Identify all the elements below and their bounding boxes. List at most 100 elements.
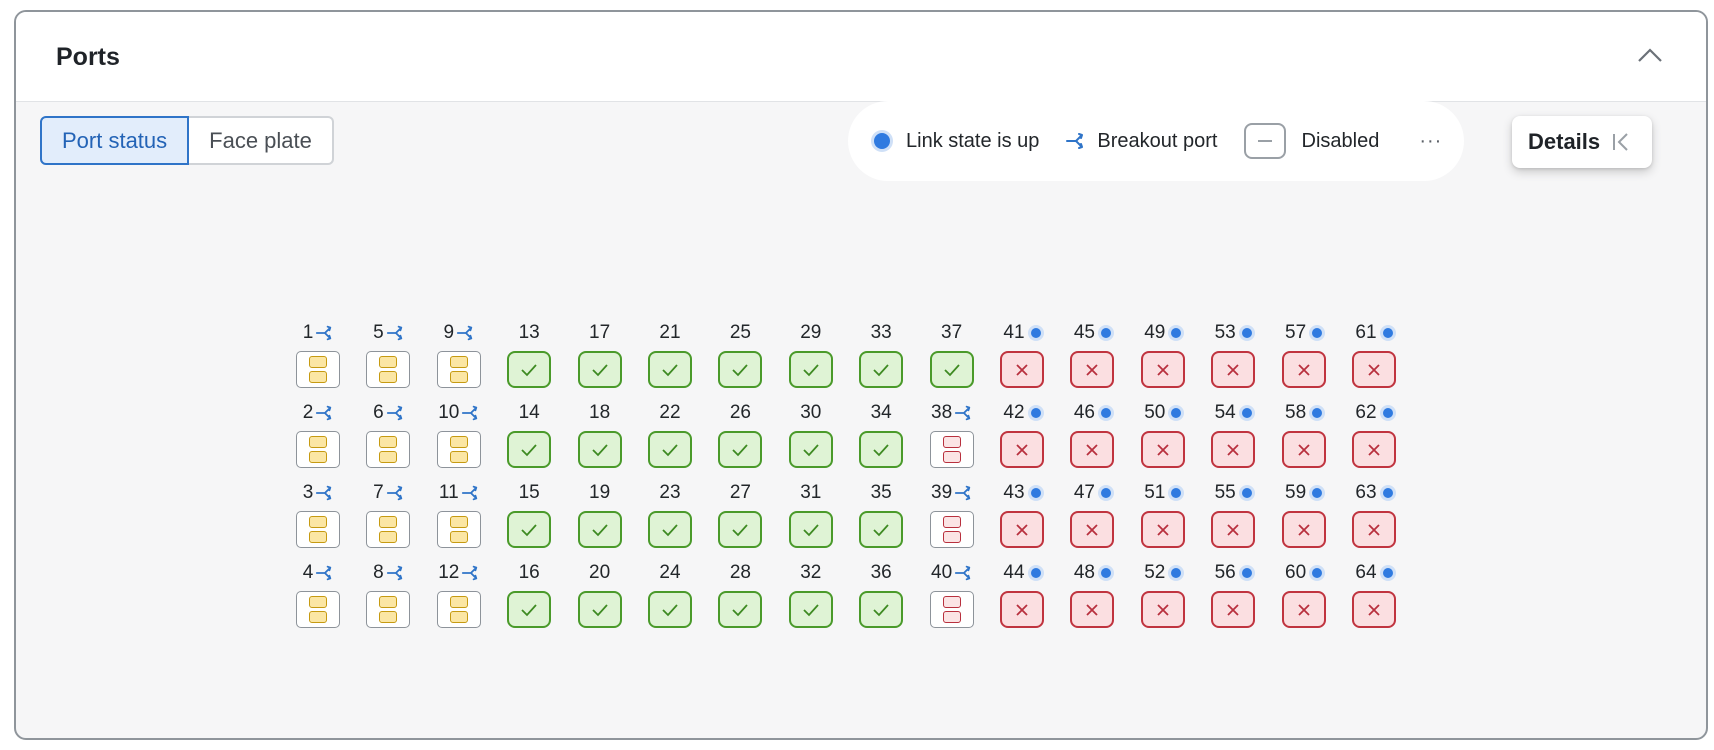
port-status-box[interactable] — [648, 351, 692, 388]
collapse-button[interactable] — [1630, 38, 1670, 72]
port-status-box[interactable] — [1070, 591, 1115, 628]
port-status-box[interactable] — [577, 591, 622, 628]
check-icon — [803, 363, 819, 376]
port-number: 41 — [1003, 322, 1025, 343]
port-status-box[interactable] — [436, 431, 481, 468]
port-status-box[interactable] — [436, 591, 481, 628]
port-status-box[interactable] — [718, 431, 763, 468]
port-number: 16 — [518, 562, 540, 583]
port-status-box[interactable] — [1140, 591, 1185, 628]
port-status-box[interactable] — [577, 351, 622, 388]
port-status-box[interactable] — [1140, 431, 1185, 468]
port-status-box[interactable] — [1352, 511, 1396, 548]
port-status-box[interactable] — [296, 591, 340, 628]
port-status-box[interactable] — [1281, 511, 1326, 548]
port-status-box[interactable] — [1211, 351, 1256, 388]
details-button[interactable]: Details — [1512, 116, 1652, 168]
port-label: 23 — [648, 482, 692, 504]
port-status-box[interactable] — [1070, 351, 1115, 388]
port-status-box[interactable] — [929, 431, 974, 468]
port-status-box[interactable] — [1070, 431, 1115, 468]
port-label: 45 — [1070, 322, 1114, 344]
link-up-dot-icon — [1382, 408, 1393, 418]
port-number: 49 — [1144, 322, 1166, 343]
port-status-box[interactable] — [788, 591, 833, 628]
port-status-box[interactable] — [1211, 511, 1256, 548]
port-status-box[interactable] — [296, 511, 340, 548]
port-status-box[interactable] — [1211, 591, 1256, 628]
port-status-box[interactable] — [1140, 511, 1185, 548]
port-status-box[interactable] — [366, 591, 411, 628]
port-status-box[interactable] — [718, 591, 763, 628]
check-icon — [732, 603, 749, 616]
port-number: 2 — [302, 402, 314, 423]
port-status-box[interactable] — [366, 351, 411, 388]
port-status-box[interactable] — [1000, 511, 1044, 548]
link-up-dot-icon — [1312, 328, 1323, 338]
port-status-box[interactable] — [1000, 351, 1044, 388]
port-status-box[interactable] — [577, 511, 622, 548]
port-status-box[interactable] — [296, 351, 340, 388]
more-options-button[interactable]: ··· — [1419, 129, 1443, 152]
port-status-box[interactable] — [859, 431, 904, 468]
port-status-box[interactable] — [1281, 591, 1326, 628]
port-status-box[interactable] — [788, 351, 833, 388]
port-status-box[interactable] — [1070, 511, 1115, 548]
port-status-box[interactable] — [788, 511, 833, 548]
port-status-box[interactable] — [366, 431, 411, 468]
check-icon — [662, 443, 678, 456]
check-icon — [732, 523, 749, 536]
port-status-box[interactable] — [296, 431, 340, 468]
port-label: 59 — [1282, 482, 1326, 504]
port-status-box[interactable] — [1000, 591, 1044, 628]
page-title: Ports — [56, 43, 120, 71]
legend-disabled-label: Disabled — [1301, 129, 1380, 152]
link-up-dot-icon — [1171, 328, 1182, 338]
port-number: 18 — [589, 402, 611, 423]
port-status-box[interactable] — [1140, 351, 1185, 388]
port-status-box[interactable] — [507, 511, 552, 548]
port-status-box[interactable] — [648, 511, 692, 548]
card-header: Ports — [16, 12, 1706, 102]
port-status-box[interactable] — [648, 591, 692, 628]
port-status-box[interactable] — [366, 511, 411, 548]
port-label: 7 — [366, 482, 410, 504]
port-status-box[interactable] — [507, 431, 552, 468]
port-status-box[interactable] — [648, 431, 692, 468]
port-status-box[interactable] — [929, 591, 974, 628]
port-label: 49 — [1141, 322, 1185, 344]
port-status-box[interactable] — [1281, 351, 1326, 388]
legend-disabled: Disabled — [1243, 123, 1380, 159]
port-number: 42 — [1003, 402, 1025, 423]
port-label: 21 — [648, 322, 692, 344]
port-status-box[interactable] — [507, 591, 552, 628]
port-status-box[interactable] — [577, 431, 622, 468]
port-status-box[interactable] — [859, 511, 904, 548]
port-status-box[interactable] — [436, 351, 481, 388]
port-status-box[interactable] — [1352, 351, 1396, 388]
x-icon — [1016, 603, 1028, 616]
breakout-icon — [461, 485, 477, 501]
port-status-box[interactable] — [788, 431, 833, 468]
port-label: 64 — [1352, 562, 1396, 584]
port-status-box[interactable] — [1281, 431, 1326, 468]
port-status-box[interactable] — [1211, 431, 1256, 468]
port-label: 43 — [1000, 482, 1044, 504]
tab-face-plate[interactable]: Face plate — [189, 116, 334, 165]
check-icon — [873, 603, 889, 616]
port-number: 9 — [443, 322, 455, 343]
port-status-box[interactable] — [507, 351, 552, 388]
port-status-box[interactable] — [718, 511, 763, 548]
port-status-box[interactable] — [436, 511, 481, 548]
port-status-box[interactable] — [718, 351, 763, 388]
port-status-box[interactable] — [929, 351, 974, 388]
port-label: 15 — [507, 482, 551, 504]
port-status-box[interactable] — [929, 511, 974, 548]
port-status-box[interactable] — [1352, 431, 1396, 468]
port-status-box[interactable] — [859, 591, 904, 628]
port-status-box[interactable] — [1000, 431, 1044, 468]
port-status-box[interactable] — [859, 351, 904, 388]
tab-port-status[interactable]: Port status — [40, 116, 190, 165]
breakout-icon — [1066, 133, 1084, 149]
port-status-box[interactable] — [1352, 591, 1396, 628]
